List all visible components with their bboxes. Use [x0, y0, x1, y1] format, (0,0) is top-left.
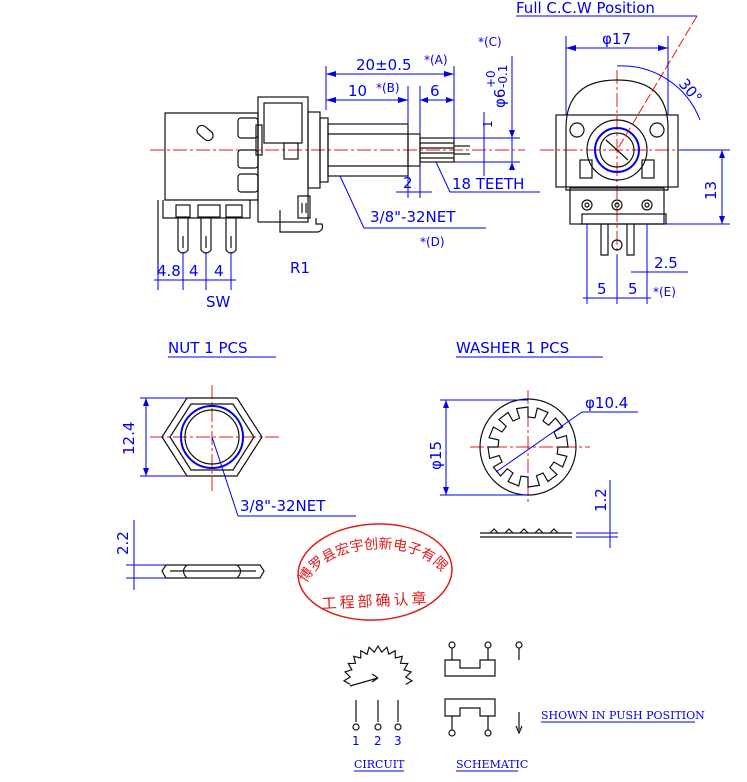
full-ccw-label: Full C.C.W Position [516, 0, 655, 17]
tol-minus-label: -0.1 [496, 65, 510, 88]
thread-label: 3/8"-32NET [370, 208, 456, 226]
pin-3-label: 3 [394, 734, 402, 748]
shown-push-label: SHOWN IN PUSH POSITION [541, 709, 705, 722]
mark-a-label: *(A) [424, 53, 448, 67]
nut-title: NUT 1 PCS [168, 339, 247, 357]
nut-12-4-label: 12.4 [120, 422, 138, 455]
nut-thread-label: 3/8"-32NET [240, 497, 326, 515]
tol-plus-label: +0 [484, 70, 498, 88]
schematic-label: SCHEMATIC [456, 758, 528, 771]
dim-6-label: 6 [430, 82, 440, 100]
pin-1-label: 1 [352, 734, 360, 748]
stamp-dept: 工程部确认章 [321, 589, 430, 613]
angle-30-label: 30° [675, 75, 706, 107]
washer-10-4-label: φ10.4 [585, 394, 628, 412]
dim-5a-label: 5 [597, 280, 607, 298]
mark-e-label: *(E) [653, 285, 676, 299]
teeth-label: 18 TEETH [452, 175, 524, 193]
dim-2-5-label: 2.5 [654, 254, 678, 272]
dim-4a-label: 4 [189, 262, 199, 280]
mark-c-label: *(C) [478, 35, 502, 49]
dim-4b-label: 4 [214, 262, 224, 280]
nut-2-2-label: 2.2 [114, 531, 132, 555]
front-view-dimensions: Full C.C.W Position φ17 30° 13 2.5 5 5 *… [516, 0, 730, 304]
pin-2-label: 2 [374, 734, 382, 748]
washer-drawing: φ15 φ10.4 1.2 [427, 390, 638, 548]
dim-20-label: 20±0.5 [356, 56, 412, 74]
dim-2-label: 2 [403, 174, 413, 192]
washer-15-label: φ15 [427, 441, 445, 470]
sw-label: SW [206, 293, 231, 311]
front-view [540, 70, 700, 265]
side-view-dimensions: 20±0.5 *(A) 10 *(B) 6 *(C) φ6 +0 -0.1 1 [154, 35, 540, 311]
mark-b-label: *(B) [376, 81, 400, 95]
mark-d-label: *(D) [420, 235, 445, 249]
switch-schematic: SCHEMATIC SHOWN IN PUSH POSITION [444, 641, 705, 772]
dia-17-label: φ17 [602, 30, 631, 48]
washer-title: WASHER 1 PCS [456, 339, 569, 357]
dim-13-label: 13 [702, 181, 720, 200]
dim-4-8-label: 4.8 [157, 262, 181, 280]
shaft-dia-label: φ6 [491, 89, 509, 108]
circuit-label: CIRCUIT [354, 758, 405, 771]
dim-10-label: 10 [348, 82, 367, 100]
circuit-symbol: 1 2 3 CIRCUIT [342, 644, 414, 772]
approval-stamp: 博罗县宏宇创新电子有限公司 工程部确认章 [0, 0, 453, 621]
dim-1-label: 1 [481, 120, 495, 128]
nut-drawing: 12.4 3/8"-32NET 2.2 [114, 385, 356, 590]
r1-label: R1 [290, 259, 310, 277]
washer-1-2-label: 1.2 [592, 488, 610, 512]
dim-5b-label: 5 [628, 280, 638, 298]
side-view [150, 96, 525, 275]
